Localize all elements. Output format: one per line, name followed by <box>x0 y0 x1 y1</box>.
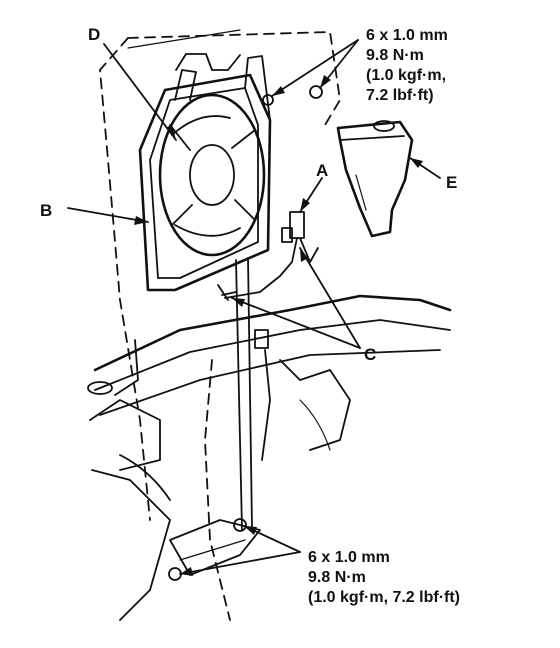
callout-c: C <box>364 345 376 364</box>
coolant-reserve-tank <box>336 120 414 238</box>
callout-e: E <box>446 173 457 192</box>
spec-top-line4: 7.2 lbf·ft) <box>366 87 434 104</box>
spec-top-line3: (1.0 kgf·m, <box>366 67 446 84</box>
top-bolt-right <box>309 85 323 99</box>
harness-clips <box>217 227 293 301</box>
torque-spec-top: 6 x 1.0 mm 9.8 N·m (1.0 kgf·m, 7.2 lbf·f… <box>366 27 448 104</box>
spec-bottom-line2: 9.8 N·m <box>308 569 366 586</box>
torque-spec-bottom: 6 x 1.0 mm 9.8 N·m (1.0 kgf·m, 7.2 lbf·f… <box>308 549 460 606</box>
spec-top-line1: 6 x 1.0 mm <box>366 27 448 44</box>
fan-shroud <box>138 55 272 292</box>
phantom-outline <box>99 29 341 621</box>
leader-lines <box>67 39 441 576</box>
top-bolt-left <box>262 94 274 106</box>
spec-top-line2: 9.8 N·m <box>366 47 424 64</box>
bottom-bolt-right <box>233 518 247 532</box>
radiator-core <box>169 257 261 576</box>
spec-bottom-line1: 6 x 1.0 mm <box>308 549 390 566</box>
spec-bottom-line3: (1.0 kgf·m, 7.2 lbf·ft) <box>308 589 460 606</box>
callout-b: B <box>40 201 52 220</box>
callout-a: A <box>316 161 328 180</box>
fan-motor-assembly <box>158 53 266 257</box>
engine-bay-frame <box>87 294 452 621</box>
callout-d: D <box>88 25 100 44</box>
